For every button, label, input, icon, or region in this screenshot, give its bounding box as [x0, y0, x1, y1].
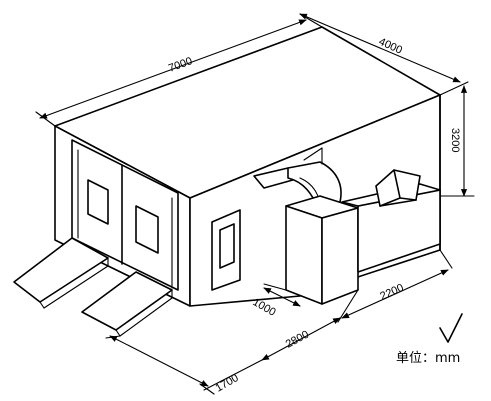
check-mark-icon	[439, 313, 463, 343]
door-window-left	[87, 179, 109, 225]
unit-label: 单位：mm	[396, 351, 460, 366]
dim-unit-offset-label: 2800	[284, 329, 311, 351]
front-doors	[71, 139, 179, 291]
side-door-window	[219, 223, 235, 269]
dim-length-label: 7000	[167, 55, 194, 75]
dim-height-label: 3200	[449, 128, 461, 152]
side-door	[211, 209, 241, 291]
dim-ramp-length-label: 1700	[214, 372, 241, 395]
exhaust-platform	[341, 169, 441, 273]
heater-unit	[285, 195, 359, 305]
door-window-right	[135, 205, 159, 254]
dim-unit-length-label: 2200	[378, 282, 405, 303]
dim-width-label: 4000	[377, 36, 404, 57]
dim-unit-depth-label: 1000	[251, 296, 278, 319]
dimension-lines	[35, 13, 475, 395]
ramps	[13, 237, 173, 337]
